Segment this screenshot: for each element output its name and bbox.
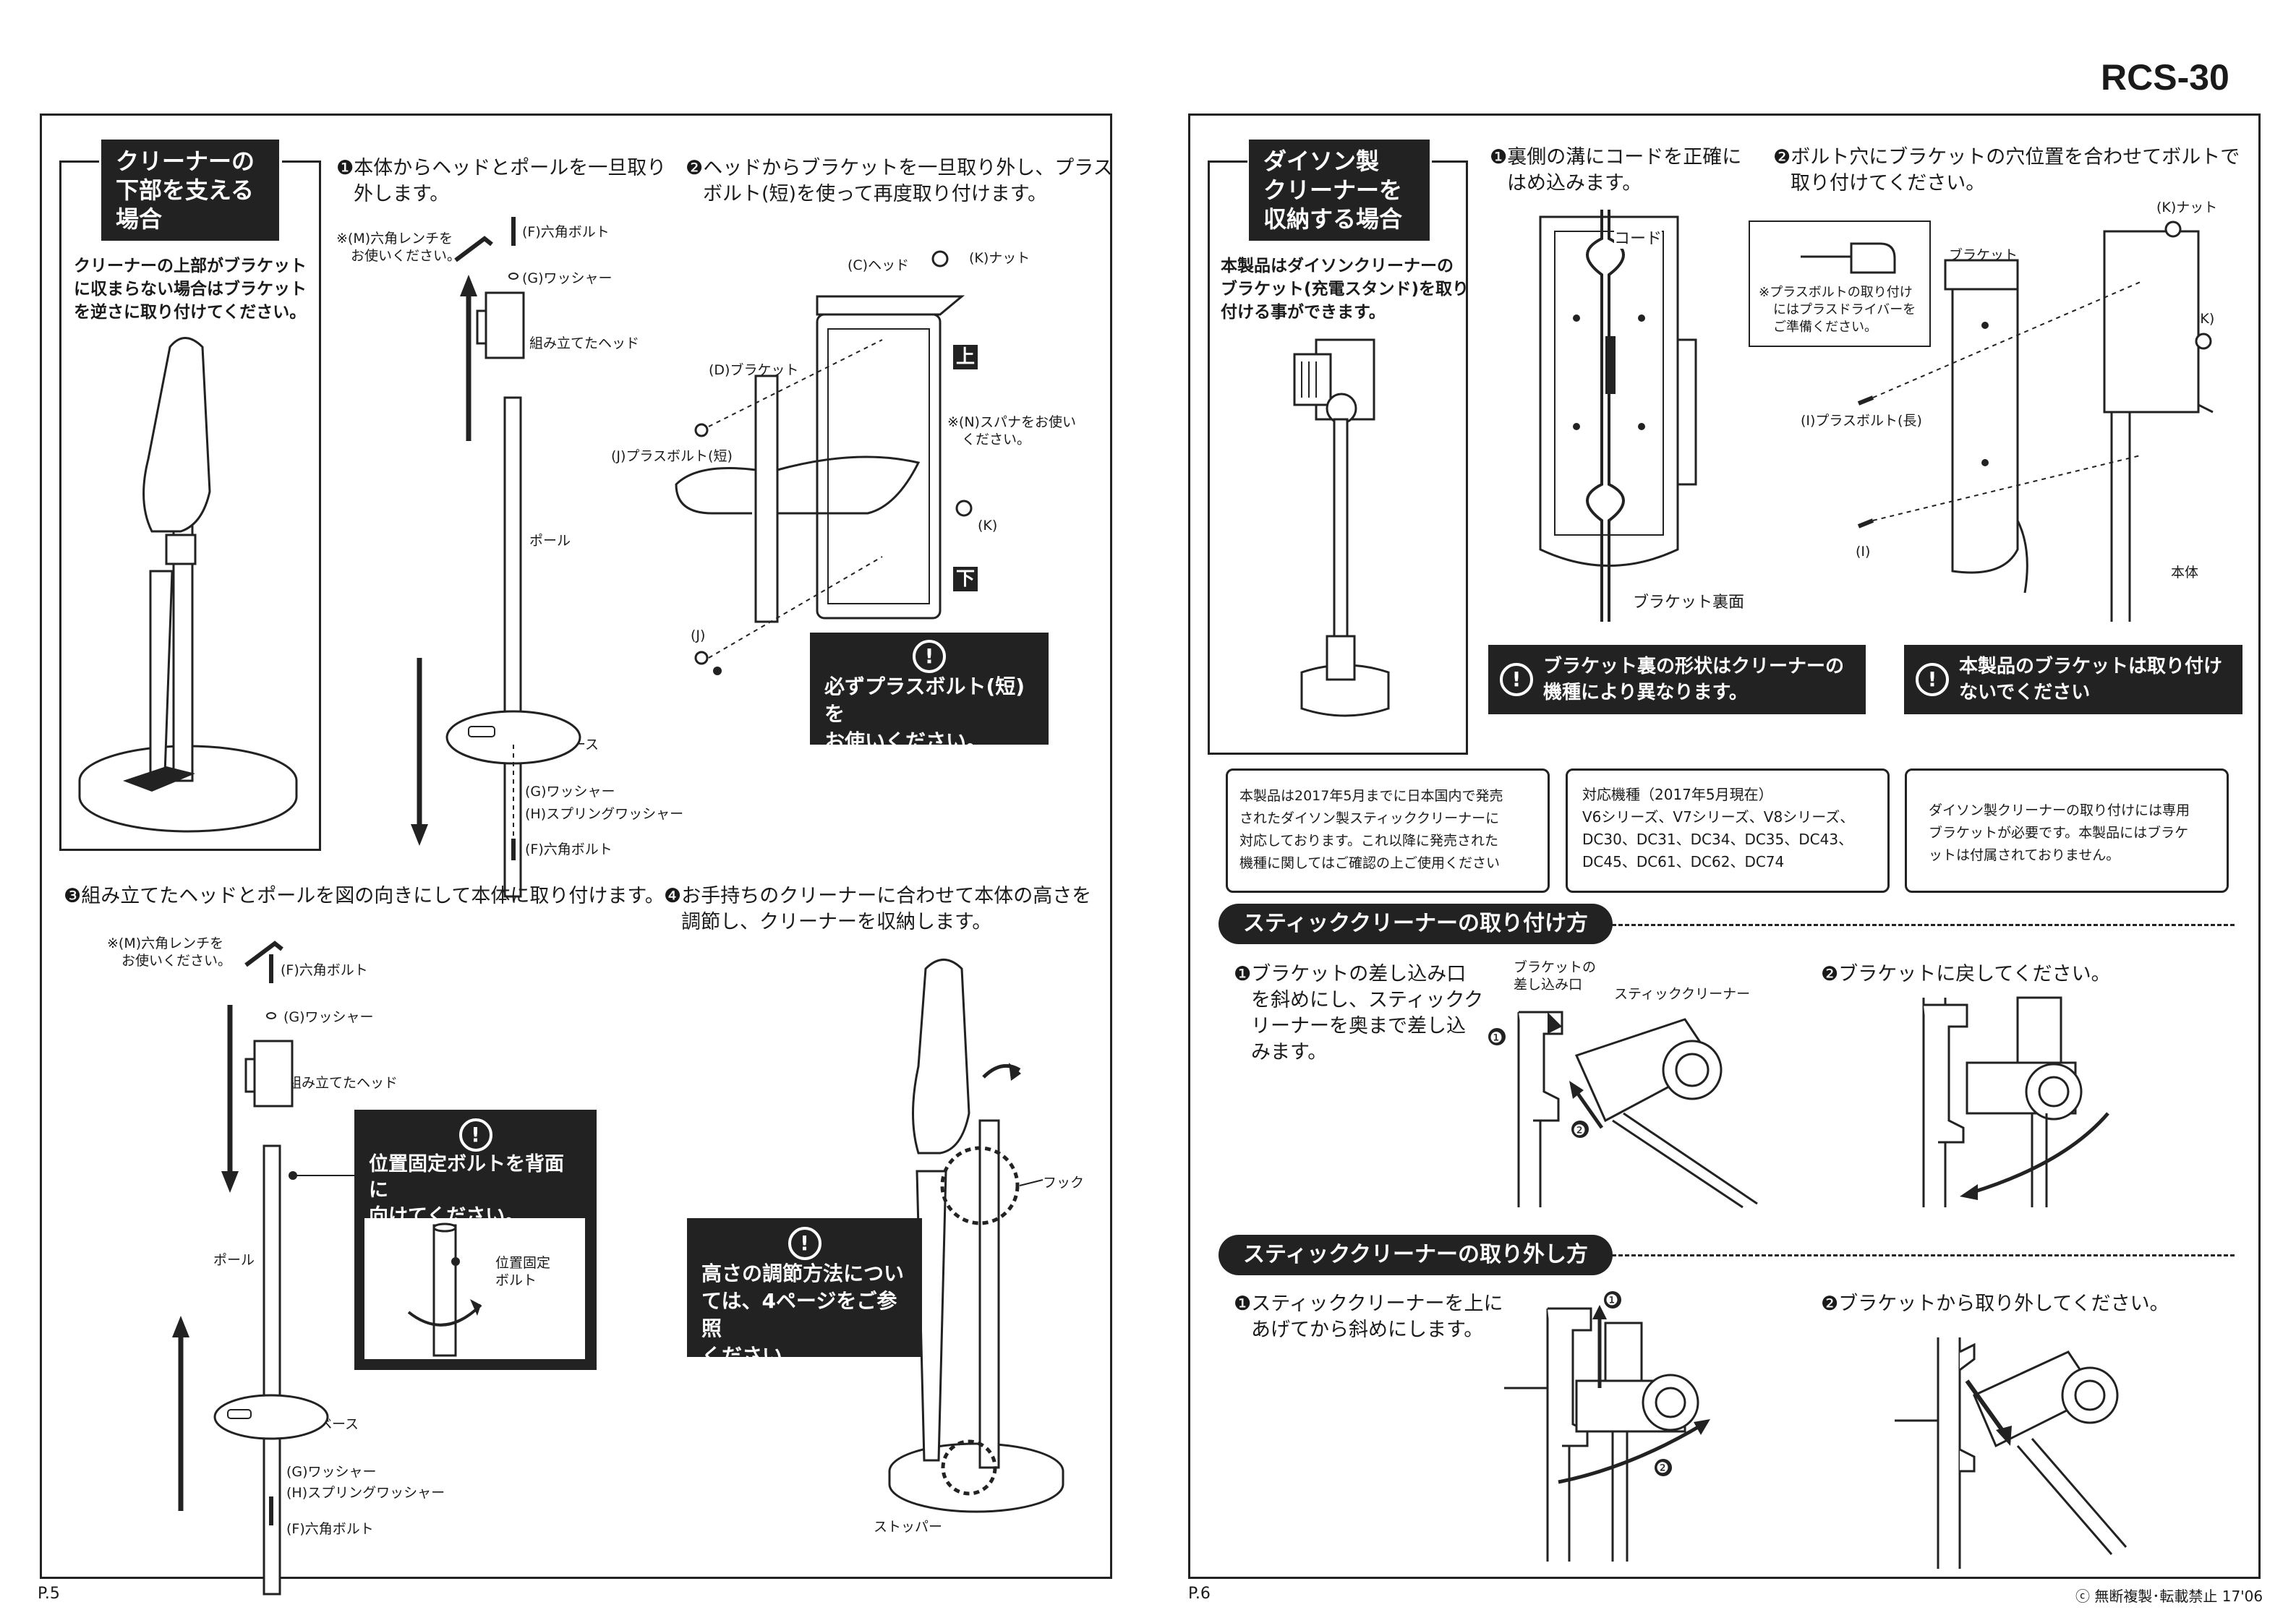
label-washer-3: (G)ワッシャー	[283, 1009, 374, 1025]
left-page-frame	[40, 114, 1112, 1579]
label-bolt-3: (F)六角ボルト	[281, 962, 368, 978]
remove-section-title: スティッククリーナーの取り外し方	[1219, 1235, 1613, 1275]
exclamation-icon: !	[458, 1118, 492, 1152]
dyson-box-description: 本製品はダイソンクリーナーの ブラケット(充電スタンド)を取り 付ける事ができま…	[1221, 257, 1469, 322]
exclamation-icon: !	[788, 1227, 821, 1260]
warning-height-adjust: ! 高さの調節方法につい ては、4ページをご参照 ください。	[687, 1218, 922, 1368]
label-fix-bolt: 位置固定ボルト	[495, 1255, 551, 1288]
label-head-3: 組み立てたヘッド	[288, 1075, 398, 1091]
exclamation-icon: !	[913, 640, 946, 673]
label-j-screw-short: (J)プラスボルト(短)	[611, 448, 733, 464]
label-bracket-back: ブラケット裏面	[1633, 594, 1745, 612]
remove-step2-diagram	[1895, 1337, 2128, 1569]
bracket-mount-diagram	[1857, 220, 2214, 622]
step2-bracket-diagram	[675, 250, 973, 675]
label-pole-3: ポール	[213, 1252, 255, 1268]
remove-step1-diagram	[1504, 1291, 1710, 1562]
label-j: (J)	[691, 628, 706, 643]
left-step3-title: ❸組み立てたヘッドとポールを図の向きにして本体に取り付けます。	[64, 885, 665, 907]
attach-step2-diagram	[1922, 996, 2109, 1207]
dyson-box-title: ダイソン製 クリーナーを 収納する場合	[1249, 140, 1430, 241]
screwdriver-icon	[1801, 242, 1896, 274]
info-box-release: 本製品は2017年5月までに日本国内で発売されたダイソン製スティッククリーナーに…	[1226, 768, 1550, 893]
label-n-spanner: ※(N)スパナをお使いください。	[947, 414, 1076, 447]
label-hook: フック	[1043, 1175, 1085, 1191]
attach-dashline	[1605, 924, 2235, 926]
label-base-3: ベース	[318, 1416, 359, 1432]
left-step1-text: ❶本体からヘッドとポールを一旦取り 外します。	[336, 157, 667, 205]
left-step4-text: ❹お手持ちのクリーナーに合わせて本体の高さを 調節し、クリーナーを収納します。	[664, 885, 1092, 933]
warning-short-screw: ! 必ずプラスボルト(短)を お使いください。	[810, 633, 1049, 753]
label-washer-4: (G)ワッシャー	[286, 1464, 377, 1480]
label-washer-1: (G)ワッシャー	[522, 270, 613, 286]
attach-n1: ❶	[1490, 1029, 1503, 1046]
attach-section-title: スティッククリーナーの取り付け方	[1219, 904, 1613, 944]
right-page-frame	[1188, 114, 2261, 1579]
remove-dashline	[1605, 1254, 2235, 1256]
step4-mounted-cleaner	[888, 959, 1064, 1513]
exclamation-icon: !	[1500, 663, 1533, 696]
driver-note-box: ※プラスボルトの取り付け にはプラスドライバーを ご準備ください。	[1749, 220, 1931, 347]
label-bolt-2: (F)六角ボルト	[525, 842, 613, 857]
label-pole-1: ポール	[529, 533, 571, 549]
attach-step1-diagram	[1488, 1011, 1758, 1209]
info-box-bracket: ダイソン製クリーナーの取り付けには専用ブラケットが必要です。本製品にはブラケ ッ…	[1905, 768, 2229, 893]
label-i: (I)	[1856, 544, 1871, 560]
label-d-bracket: (D)ブラケット	[709, 362, 799, 378]
label-k-right: (K)	[2195, 311, 2215, 327]
warning-fix-bolt: ! 位置固定ボルトを背面に 向けてください。 位置固定ボルト	[354, 1110, 597, 1370]
bracket-back-diagram	[1539, 210, 1697, 622]
label-stick-cleaner: スティッククリーナー	[1614, 986, 1751, 1002]
label-k-nut-right: (K)ナット	[2156, 200, 2218, 215]
label-c-head: (C)ヘッド	[848, 257, 910, 273]
page-number-right: P.6	[1188, 1585, 1211, 1603]
model-number: RCS-30	[2101, 57, 2229, 98]
label-hex-wrench-1: ※(M)六角レンチをお使いください。	[336, 231, 461, 264]
remove-step2-text: ❷ブラケットから取り外してください。	[1821, 1293, 2169, 1315]
label-hex-wrench-3: ※(M)六角レンチをお使いください。	[107, 935, 232, 969]
marker-up: 上	[953, 345, 978, 369]
right-step2-text: ❷ボルト穴にブラケットの穴位置を合わせてボルトで 取り付けてください。	[1773, 146, 2240, 194]
label-head-1: 組み立てたヘッド	[529, 335, 640, 351]
cleaner-stand-illustration	[78, 337, 298, 833]
label-spring-3: (H)スプリングワッシャー	[286, 1485, 445, 1501]
label-stopper: ストッパー	[874, 1519, 943, 1535]
exclamation-icon: !	[1916, 663, 1949, 696]
step1-exploded-diagram	[411, 217, 581, 898]
copyright: ⓒ 無断複製･転載禁止 17'06	[2075, 1588, 2263, 1605]
label-bolt-4: (F)六角ボルト	[286, 1521, 374, 1537]
attach-n2: ❷	[1573, 1121, 1586, 1139]
label-i-screw-long: (I)プラスボルト(長)	[1801, 413, 1922, 429]
warning-bracket-shape: ! ブラケット裏の形状はクリーナーの 機種により異なります。	[1488, 645, 1866, 714]
remove-n2: ❷	[1656, 1459, 1669, 1476]
label-slot: ブラケットの差し込み口	[1514, 959, 1597, 993]
step3-exploded-diagram	[172, 941, 354, 1596]
attach-step1-text: ❶ブラケットの差し込み口 を斜めにし、スティックク リーナーを奥まで差し込 みま…	[1234, 963, 1484, 1063]
label-k: (K)	[978, 518, 998, 534]
label-cord: コード	[1614, 226, 1663, 249]
label-washer-2: (G)ワッシャー	[525, 784, 615, 800]
right-step1-text: ❶裏側の溝にコードを正確に はめ込みます。	[1490, 146, 1742, 194]
label-k-nut: (K)ナット	[969, 250, 1030, 266]
attach-step2-text: ❷ブラケットに戻してください。	[1821, 963, 2111, 985]
warning-no-bracket: ! 本製品のブラケットは取り付け ないでください	[1904, 645, 2242, 714]
info-box-models: 対応機種（2017年5月現在）V6シリーズ、V7シリーズ、V8シリーズ、 DC3…	[1566, 768, 1890, 893]
page-number-left: P.5	[38, 1585, 60, 1603]
left-step2-text: ❷ヘッドからブラケットを一旦取り外し、プラス ボルト(短)を使って再度取り付けま…	[686, 157, 1113, 205]
support-box-title: クリーナーの 下部を支える 場合	[101, 140, 279, 241]
dyson-stand-illustration	[1293, 338, 1390, 717]
remove-n1: ❶	[1605, 1291, 1618, 1309]
marker-down: 下	[953, 567, 978, 591]
label-spring-1: (H)スプリングワッシャー	[525, 806, 684, 822]
remove-step1-text: ❶スティッククリーナーを上に あげてから斜めにします。	[1234, 1293, 1503, 1341]
label-body: 本体	[2171, 565, 2199, 581]
support-box-description: クリーナーの上部がブラケット に収まらない場合はブラケット を逆さに取り付けてく…	[74, 257, 307, 322]
label-bolt-1: (F)六角ボルト	[522, 224, 610, 240]
